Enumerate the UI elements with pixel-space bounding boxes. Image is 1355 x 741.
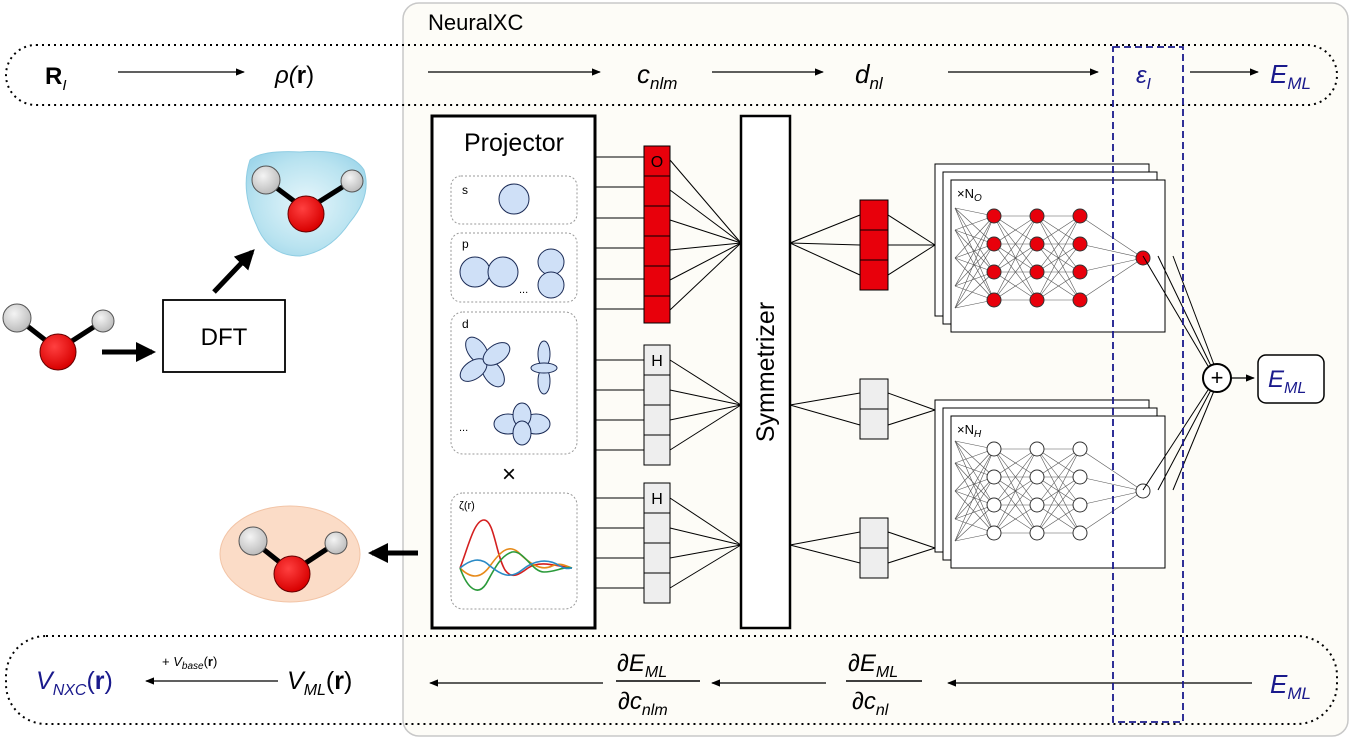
symmetrizer-label: Symmetrizer: [752, 302, 780, 442]
hydrogen-network-stack: ×NH: [934, 399, 1166, 569]
coeff-column-o: O: [643, 145, 671, 324]
descriptor-column-o: [859, 199, 889, 291]
svg-text:DFT: DFT: [201, 324, 248, 351]
hydrogen-net-neuron: [1072, 497, 1088, 513]
e-ml-bottom-label: EML: [1270, 669, 1311, 703]
dft-box: DFT: [162, 299, 286, 373]
hydrogen-net-neuron: [986, 469, 1002, 485]
d-nl-label: dnl: [855, 59, 884, 93]
output-molecule: [219, 505, 361, 603]
vbase-label: + Vbase(r): [162, 654, 217, 672]
descriptor-column-h2: [859, 517, 889, 579]
radial-function-panel: ζ(r): [450, 492, 578, 610]
svg-text:s: s: [462, 183, 468, 197]
oxygen-net-neuron: [986, 292, 1002, 308]
oxygen-net-neuron: [986, 264, 1002, 280]
oxygen-net-neuron: [1029, 208, 1045, 224]
hydrogen-net-output-neuron: [1135, 483, 1151, 499]
c-nlm-label: cnlm: [637, 59, 677, 93]
oxygen-net-neuron: [1072, 208, 1088, 224]
bottom-pipeline: VNXC(r) + Vbase(r) VML(r) ∂EML ∂cnlm ∂EM…: [5, 635, 1338, 725]
coeff-h2-label: H: [651, 491, 663, 508]
svg-text:∂cnlm: ∂cnlm: [618, 688, 668, 719]
svg-text:p: p: [462, 237, 469, 251]
projector-box: Projector s p ... d: [430, 114, 597, 630]
symmetrizer-box: Symmetrizer: [739, 114, 792, 630]
projector-title: Projector: [464, 129, 564, 157]
hydrogen-net-neuron: [1072, 441, 1088, 457]
oxygen-net-neuron: [1029, 236, 1045, 252]
output-energy-box: EML: [1257, 354, 1325, 404]
svg-text:∂cnl: ∂cnl: [852, 688, 889, 719]
hydrogen-net-neuron: [986, 525, 1002, 541]
oxygen-net-neuron: [1029, 292, 1045, 308]
n-h-label: ×NH: [957, 422, 982, 440]
coeff-o-label: O: [651, 154, 663, 171]
symmetrizer-to-descriptor-lines: [789, 214, 861, 564]
epsilon-highlight-column: [1112, 46, 1184, 723]
coeff-h1-label: H: [651, 353, 663, 370]
svg-text:...: ...: [519, 284, 528, 296]
p-orbital-panel: p ...: [450, 232, 578, 303]
s-orbital-panel: s: [450, 175, 578, 225]
vnxc-label: VNXC(r): [36, 667, 113, 699]
oxygen-network-stack: ×NO: [934, 163, 1166, 333]
coeff-column-h2: H: [643, 482, 671, 604]
density-molecule: [245, 150, 367, 257]
descriptor-column-h1: [859, 378, 889, 440]
arrow-dft-to-density: [212, 249, 255, 294]
hydrogen-net-neuron: [1072, 525, 1088, 541]
frame-title: NeuralXC: [428, 10, 523, 35]
rho-label: ρ(r): [274, 62, 314, 89]
hydrogen-net-neuron: [1029, 525, 1045, 541]
dz2-orbital: [530, 340, 558, 395]
times-symbol: ×: [502, 461, 516, 488]
svg-text:ζ(r): ζ(r): [459, 500, 475, 512]
oxygen-net-neuron: [986, 208, 1002, 224]
svg-text:∂EML: ∂EML: [617, 650, 667, 681]
oxygen-net-neuron: [986, 236, 1002, 252]
eps-label: εI: [1136, 62, 1152, 93]
top-pipeline: RI ρ(r) cnlm dnl εI EML: [5, 44, 1338, 106]
coeff-to-symmetrizer-lines: [669, 159, 742, 589]
coeff-column-h1: H: [643, 344, 671, 466]
oxygen-net-neuron: [1072, 236, 1088, 252]
hydrogen-net-neuron: [1072, 469, 1088, 485]
vml-label: VML(r): [287, 667, 352, 699]
hydrogen-net-neuron: [1029, 441, 1045, 457]
svg-text:EML: EML: [1268, 366, 1306, 397]
hydrogen-net-neuron: [1029, 497, 1045, 513]
dE-dc-nlm-fraction: ∂EML ∂cnlm: [616, 650, 700, 719]
oxygen-net-neuron: [1072, 264, 1088, 280]
hydrogen-net-neuron: [1029, 469, 1045, 485]
svg-text:∂EML: ∂EML: [848, 650, 898, 681]
dE-dc-nl-fraction: ∂EML ∂cnl: [846, 650, 922, 719]
r-symbol: RI: [45, 63, 67, 94]
oxygen-net-output-neuron: [1135, 250, 1151, 266]
d-orbital-panel: d ...: [450, 311, 578, 455]
svg-text:d: d: [462, 317, 469, 331]
projector-to-coeff-lines: [595, 156, 644, 589]
hydrogen-net-neuron: [986, 497, 1002, 513]
hydrogen-net-neuron: [986, 441, 1002, 457]
n-o-label: ×NO: [957, 186, 982, 204]
e-ml-top-label: EML: [1270, 59, 1311, 93]
svg-text:+: +: [1211, 365, 1224, 390]
svg-text:...: ...: [459, 422, 468, 434]
sum-node: +: [1142, 255, 1255, 491]
oxygen-net-neuron: [1072, 292, 1088, 308]
descriptor-to-network-lines: [887, 214, 936, 564]
oxygen-net-neuron: [1029, 264, 1045, 280]
input-molecule: [2, 303, 115, 371]
